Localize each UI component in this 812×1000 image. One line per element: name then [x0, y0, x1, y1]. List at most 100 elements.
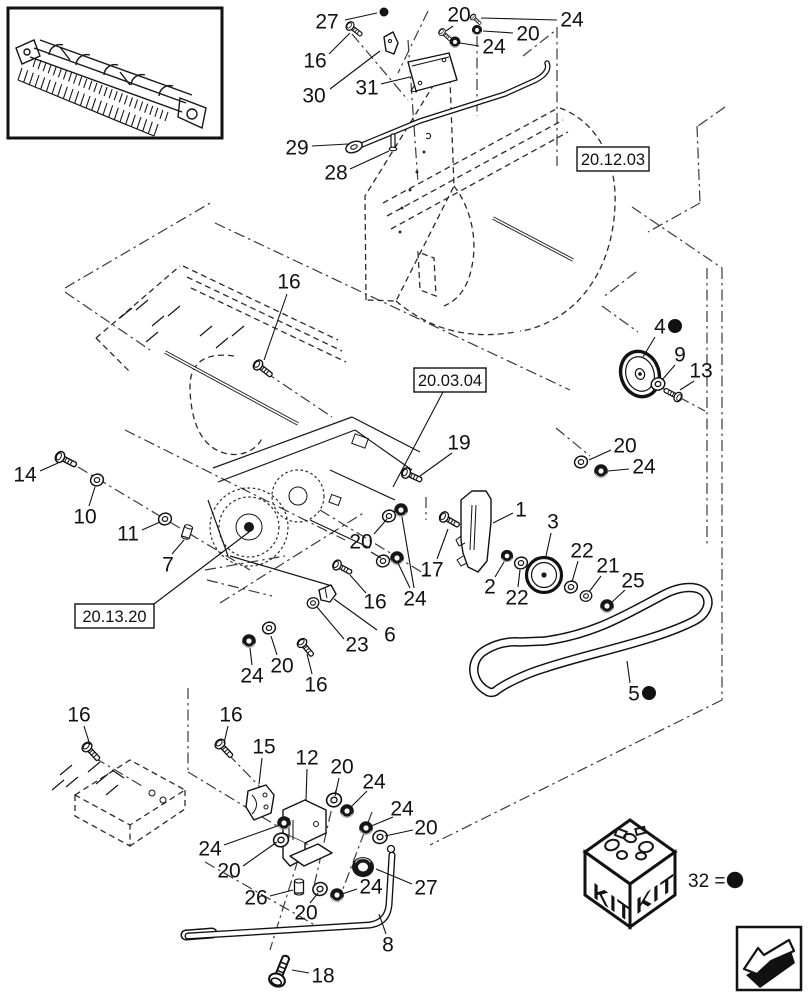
part-nut-icon	[393, 502, 409, 518]
leader-line	[334, 777, 340, 797]
callout-label-24: 24	[632, 456, 656, 479]
callout-label-22: 22	[505, 587, 528, 610]
callout-label-24: 24	[390, 798, 414, 821]
part-bolt-icon	[79, 739, 104, 764]
leader-line	[588, 575, 602, 593]
tine-stroke	[68, 88, 74, 102]
dash-dot-line	[351, 33, 409, 101]
dash-dot-line	[269, 859, 299, 951]
tine-stroke	[149, 105, 154, 115]
tine-stroke	[108, 88, 113, 99]
central-drive-assembly-sketch	[207, 416, 421, 587]
tine-stroke	[42, 61, 47, 72]
leader-line	[171, 539, 185, 555]
support-rod-sketch	[164, 216, 574, 426]
part-31-plate	[407, 52, 458, 93]
callout-label-20: 20	[613, 435, 636, 458]
leader-line	[610, 589, 626, 604]
part-bolt-icon	[436, 509, 463, 531]
dash-dot-line	[214, 222, 571, 391]
tine-stroke	[34, 74, 40, 88]
pickup-tines-sketch	[17, 57, 169, 137]
part-washer-icon	[370, 827, 390, 847]
leader-line	[679, 380, 695, 391]
tine-stroke	[91, 98, 97, 111]
leader-line	[384, 829, 414, 837]
callout-label-26: 26	[244, 887, 267, 910]
leader-line	[373, 518, 388, 535]
part-4-pulley	[618, 349, 662, 399]
tine-stroke	[108, 105, 114, 118]
callout-label-25: 25	[621, 570, 644, 593]
part-nut-icon	[329, 887, 345, 903]
callout-label-24: 24	[482, 36, 506, 59]
leader-line	[642, 336, 656, 358]
dash-dot-line	[696, 125, 701, 204]
upper-frame-sketch	[364, 78, 616, 336]
pickup-header-sketch	[15, 39, 207, 130]
callout-label-5: 5	[628, 683, 640, 706]
dash-dot-line	[124, 429, 346, 541]
tine-stroke	[32, 57, 37, 68]
callout-label-30: 30	[302, 85, 325, 108]
tine-stroke	[102, 102, 108, 116]
tine-stroke	[136, 116, 142, 130]
callout-label-4: 4	[654, 316, 666, 339]
leader-line	[341, 888, 358, 895]
dash-dot-line	[631, 206, 723, 269]
callout-label-15: 15	[252, 736, 275, 759]
callout-label-23: 23	[345, 634, 368, 657]
part-nut-icon	[241, 633, 257, 649]
callout-label-2: 2	[484, 576, 496, 599]
callout-label-10: 10	[73, 506, 96, 529]
leader-line	[316, 606, 345, 640]
leader-line	[349, 150, 390, 170]
leader-line	[344, 12, 378, 21]
dash-dot-line	[204, 555, 286, 571]
part-nut-icon	[358, 820, 374, 836]
part-grommet-icon	[351, 856, 375, 878]
callout-label-20: 20	[516, 23, 539, 46]
tine-stroke	[144, 103, 149, 113]
header-thumbnail	[6, 6, 224, 140]
leader-line	[242, 841, 278, 867]
callout-label-20: 20	[294, 902, 317, 925]
gearbox-sketch	[51, 759, 187, 848]
dash-dot-line	[601, 305, 639, 333]
callout-label-24: 24	[240, 665, 264, 688]
part-bolt-icon	[330, 557, 355, 578]
tine-stroke	[119, 109, 125, 123]
part-washer-icon	[572, 453, 590, 471]
kit-dot-icon	[642, 686, 656, 700]
tine-stroke	[159, 109, 164, 120]
part-washer-icon	[156, 510, 174, 528]
ref-leader-line	[153, 528, 254, 605]
dash-dot-line	[64, 201, 213, 289]
part-bolt-icon	[661, 384, 685, 404]
callout-label-16: 16	[277, 271, 300, 294]
part-29-rod	[345, 60, 551, 154]
callout-label-17: 17	[420, 559, 443, 582]
dash-dot-line	[264, 371, 333, 418]
arrow-underside	[746, 951, 795, 988]
arrow-icon	[742, 938, 796, 976]
leader-line	[436, 528, 449, 560]
leader-line	[269, 889, 294, 897]
tine-stroke	[57, 84, 63, 97]
leader-line	[349, 574, 367, 594]
tine-stroke	[98, 84, 103, 95]
leader-line	[263, 293, 288, 361]
kit-dot-icon	[726, 871, 744, 889]
leader-line	[328, 32, 351, 55]
callout-label-9: 9	[674, 344, 686, 367]
tine-stroke	[123, 95, 128, 105]
direction-arrow-box	[735, 925, 803, 992]
callout-label-20: 20	[349, 531, 372, 554]
part-bolt-icon	[52, 449, 80, 471]
dash-dot-line	[697, 106, 726, 127]
leader-line	[249, 647, 253, 666]
tine-stroke	[85, 95, 91, 109]
part-nut-icon	[471, 24, 483, 36]
dash-dot-line	[206, 579, 273, 597]
